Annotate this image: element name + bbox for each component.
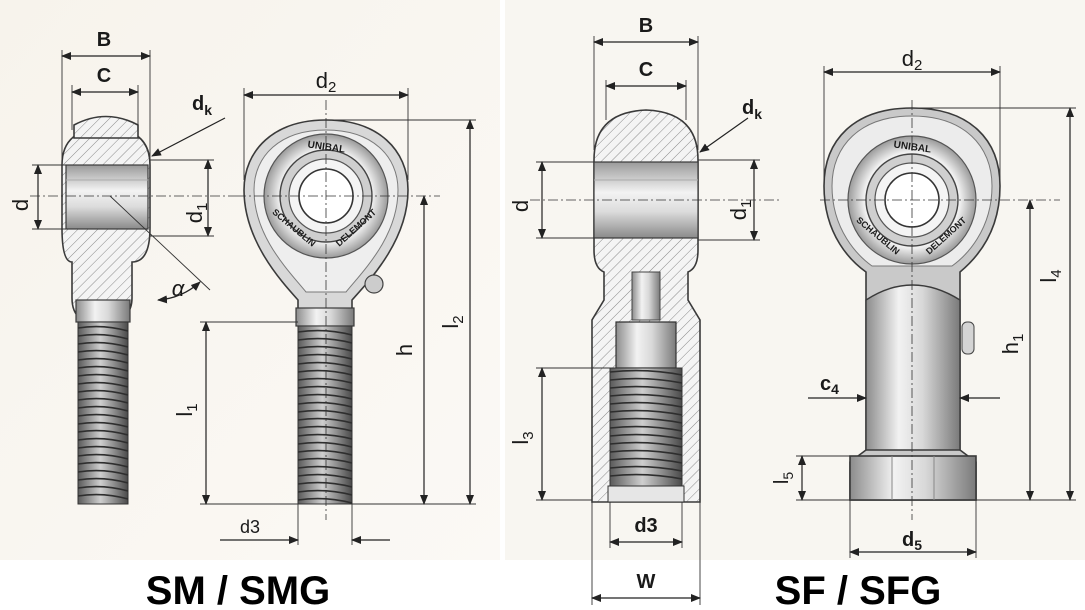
thread-ridge [297, 449, 353, 456]
thread-ridge [297, 361, 353, 368]
thread-ridge [609, 433, 683, 440]
sm-label-l2: l2 [438, 315, 467, 328]
thread-ridge [77, 485, 129, 492]
sf-label-d: d [508, 200, 533, 212]
thread-ridge [297, 409, 353, 416]
sf-label-b: B [639, 15, 653, 37]
thread-ridge [297, 441, 353, 448]
sf-label-w: W [637, 571, 656, 593]
thread-ridge [609, 465, 683, 472]
thread-ridge [77, 405, 129, 412]
sf-side-thread [609, 369, 683, 480]
thread-ridge [77, 365, 129, 372]
sf-marking-unibal: UNIBAL [893, 139, 932, 155]
thread-ridge [77, 413, 129, 420]
thread-ridge [609, 393, 683, 400]
thread-ridge [77, 397, 129, 404]
thread-ridge [77, 349, 129, 356]
thread-ridge [297, 369, 353, 376]
sf-label-d5: d5 [902, 529, 922, 553]
sm-label-d3: d3 [240, 517, 260, 537]
sm-label-l1: l1 [172, 403, 201, 416]
thread-ridge [297, 489, 353, 496]
thread-ridge [77, 477, 129, 484]
thread-ridge [77, 357, 129, 364]
thread-ridge [77, 493, 129, 500]
thread-ridge [297, 329, 353, 336]
thread-ridge [297, 473, 353, 480]
sf-sfg-title: SF / SFG [775, 569, 942, 610]
thread-ridge [297, 377, 353, 384]
sf-label-dk: dk [742, 97, 762, 122]
thread-ridge [297, 497, 353, 504]
thread-ridge [609, 417, 683, 424]
thread-ridge [297, 433, 353, 440]
sm-marking-unibal: UNIBAL [307, 139, 346, 155]
thread-ridge [297, 481, 353, 488]
thread-ridge [77, 381, 129, 388]
thread-ridge [609, 449, 683, 456]
sf-label-h1: h1 [998, 334, 1027, 355]
thread-ridge [609, 369, 683, 376]
thread-ridge [77, 445, 129, 452]
sm-label-d2: d2 [316, 68, 337, 96]
thread-ridge [609, 377, 683, 384]
thread-ridge [77, 453, 129, 460]
thread-ridge [297, 353, 353, 360]
sm-front-dimensions [200, 88, 476, 545]
thread-ridge [77, 373, 129, 380]
sm-label-b: B [97, 29, 111, 51]
thread-ridge [297, 393, 353, 400]
thread-ridge [297, 425, 353, 432]
thread-ridge [609, 401, 683, 408]
thread-ridge [77, 429, 129, 436]
sm-side-dimensions [30, 50, 236, 304]
sf-label-d2: d2 [902, 46, 923, 74]
sm-label-c: C [97, 65, 111, 87]
sm-label-d: d [8, 199, 33, 211]
sf-label-l4: l4 [1036, 269, 1065, 282]
thread-ridge [297, 465, 353, 472]
thread-ridge [297, 417, 353, 424]
thread-ridge [609, 409, 683, 416]
thread-ridge [297, 337, 353, 344]
thread-ridge [77, 461, 129, 468]
sf-side-dimensions [530, 36, 780, 605]
thread-ridge [609, 441, 683, 448]
sm-front-thread [297, 329, 353, 504]
thread-ridge [609, 385, 683, 392]
sm-label-d1: d1 [182, 203, 211, 224]
thread-ridge [609, 425, 683, 432]
thread-ridge [297, 401, 353, 408]
thread-ridge [609, 473, 683, 480]
thread-ridge [77, 325, 129, 332]
thread-ridge [77, 469, 129, 476]
thread-ridge [609, 457, 683, 464]
sf-label-l3: l3 [508, 431, 537, 444]
sf-front-dimensions [796, 66, 1076, 558]
sf-label-l5: l5 [771, 472, 796, 484]
thread-ridge [77, 421, 129, 428]
sf-label-d1: d1 [726, 200, 755, 221]
sm-label-h: h [392, 344, 417, 356]
thread-ridge [297, 457, 353, 464]
thread-ridge [77, 437, 129, 444]
thread-ridge [77, 333, 129, 340]
sf-label-c: C [639, 59, 653, 81]
thread-ridge [77, 341, 129, 348]
sf-label-c4: c4 [820, 373, 839, 397]
sf-label-d3: d3 [634, 515, 657, 537]
sm-label-dk: dk [192, 93, 212, 118]
sm-side-thread [77, 325, 129, 500]
thread-ridge [77, 389, 129, 396]
thread-ridge [297, 385, 353, 392]
sm-smg-title: SM / SMG [146, 569, 330, 610]
thread-ridge [297, 345, 353, 352]
sm-label-alpha: α [172, 276, 186, 301]
